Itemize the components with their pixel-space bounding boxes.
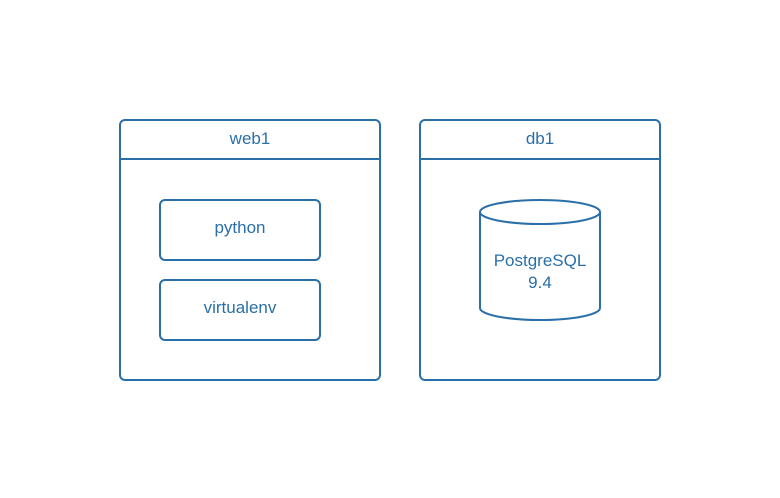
python-component[interactable]: python	[159, 199, 321, 261]
web1-node[interactable]: web1 python virtualenv	[119, 119, 381, 381]
web1-node-title: web1	[229, 129, 271, 148]
database-cylinder-body	[479, 212, 601, 321]
database-label-line2: 9.4	[528, 273, 552, 292]
python-component-label: python	[214, 218, 265, 237]
db1-node-title: db1	[526, 129, 554, 148]
virtualenv-component-label: virtualenv	[204, 298, 277, 317]
python-component-box	[159, 199, 321, 261]
db1-node[interactable]: db1 PostgreSQL 9.4	[419, 119, 661, 381]
postgresql-database[interactable]: PostgreSQL 9.4	[479, 199, 601, 321]
database-cylinder-top	[479, 199, 601, 225]
virtualenv-component-box	[159, 279, 321, 341]
database-label-line1: PostgreSQL	[494, 251, 587, 270]
virtualenv-component[interactable]: virtualenv	[159, 279, 321, 341]
